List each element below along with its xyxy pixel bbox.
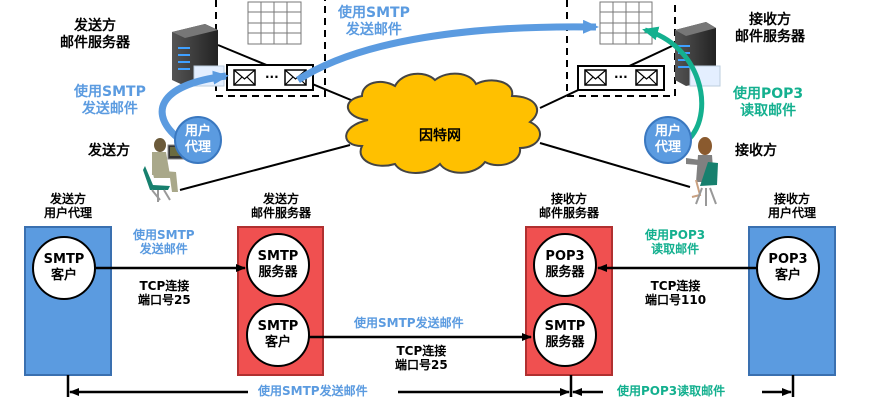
label-line: 邮件服务器 [250, 206, 311, 221]
receiver-mail-server-title: 接收方 邮件服务器 [524, 192, 614, 221]
label-line: 邮件服务器 [60, 34, 130, 51]
sender-user-agent-title: 发送方 用户代理 [32, 192, 104, 221]
receiver-mail-server-region: ··· [566, 0, 676, 97]
label-line: 代理 [184, 140, 211, 155]
svg-text:···: ··· [614, 70, 628, 84]
label-line: SMTP [544, 318, 586, 334]
label-line: POP3 [545, 248, 585, 264]
link1-tcp-label: TCP连接 端口号25 [138, 279, 191, 308]
envelope-icon [233, 69, 256, 86]
label-line: TCP连接 [139, 279, 190, 293]
label-line: 客户 [264, 335, 291, 350]
svg-text:···: ··· [265, 70, 279, 84]
label-line: TCP连接 [650, 279, 701, 293]
label-line: 客户 [50, 268, 77, 283]
link-line [179, 144, 351, 191]
label-line: 发送方 [262, 192, 299, 206]
link-line [539, 142, 691, 188]
user-agent-bubble-label: 用户代理 [174, 116, 222, 164]
label-line: 服务器 [545, 335, 585, 350]
sender-mail-server-region: ··· [215, 0, 326, 97]
link2-protocol-label: 使用SMTP发送邮件 [354, 316, 464, 330]
label-line: 服务器 [258, 265, 298, 280]
user-agent-bubble-label: 用户代理 [644, 116, 692, 164]
receiver-user-agent-title: 接收方 用户代理 [756, 192, 828, 221]
label-line: 用户 [654, 124, 681, 140]
label-line: 用户代理 [43, 206, 92, 221]
label-line: SMTP [43, 251, 85, 267]
link3-tcp-label: TCP连接 端口号110 [645, 279, 706, 308]
label-line: 接收方 [773, 192, 810, 206]
label-line: 使用SMTP [74, 84, 146, 100]
label-line: 端口号25 [395, 358, 448, 373]
pop3-read-label: 使用POP3 读取邮件 [733, 86, 803, 120]
mailbox-grid-icon [247, 1, 302, 45]
label-line: POP3 [768, 251, 808, 267]
cloud-icon [345, 72, 542, 174]
envelope-icon [635, 69, 658, 86]
label-line: 使用POP3 [645, 228, 706, 242]
smtp-transfer-arrow [296, 19, 599, 83]
label-line: 代理 [654, 140, 681, 155]
label-line: 接收方 [749, 12, 791, 28]
label-line: 接收方 [550, 192, 587, 206]
label-line: 发送邮件 [81, 100, 138, 117]
label-line: 发送方 [49, 192, 86, 206]
label-line: 使用SMTP [338, 5, 410, 21]
smtp-server-node [533, 303, 597, 367]
smtp-span-label: 使用SMTP发送邮件 [258, 384, 368, 398]
label-line: 邮件服务器 [735, 28, 805, 45]
receiver-label: 接收方 [735, 143, 777, 159]
smtp-submit-label: 使用SMTP 发送邮件 [74, 84, 146, 118]
label-line: TCP连接 [396, 344, 447, 358]
user-agent-bubble [644, 116, 692, 164]
link3-protocol-label: 使用POP3 读取邮件 [645, 228, 705, 257]
smtp-client-node [32, 236, 96, 300]
pop3-read-arrow [642, 26, 705, 140]
smtp-submit-arrow [158, 70, 229, 141]
pop3-server-node [533, 233, 597, 297]
label-line: 用户代理 [767, 206, 816, 221]
sender-label: 发送方 [88, 143, 130, 159]
label-line: 发送邮件 [345, 21, 402, 38]
sender-mail-server-label: 发送方 邮件服务器 [60, 18, 130, 52]
label-line: 端口号25 [138, 293, 191, 308]
internet-label: 因特网 [419, 128, 461, 144]
mailbox-grid-icon [599, 1, 653, 45]
envelope-icon [584, 69, 607, 86]
smtp-client-node [246, 303, 310, 367]
label-line: 端口号110 [645, 293, 707, 308]
label-line: 使用SMTP [133, 228, 195, 242]
link2-tcp-label: TCP连接 端口号25 [395, 344, 448, 373]
smtp-server-node [246, 233, 310, 297]
label-line: 邮件服务器 [538, 206, 599, 221]
person-at-computer-icon [686, 137, 718, 206]
label-line: 读取邮件 [740, 102, 797, 119]
label-line: 发送方 [74, 18, 116, 34]
label-line: 客户 [774, 268, 801, 283]
label-line: SMTP [257, 318, 299, 334]
label-line: 读取邮件 [651, 242, 700, 257]
person-at-computer-icon [143, 138, 185, 202]
label-line: SMTP [257, 248, 299, 264]
link1-protocol-label: 使用SMTP 发送邮件 [133, 228, 195, 257]
smtp-transfer-label: 使用SMTP 发送邮件 [338, 5, 410, 39]
label-line: 服务器 [545, 265, 585, 280]
sender-mail-server-title: 发送方 邮件服务器 [236, 192, 326, 221]
pop3-span-label: 使用POP3读取邮件 [617, 384, 726, 398]
server-icon [675, 22, 721, 87]
pop3-client-node [756, 236, 820, 300]
label-line: 用户 [184, 124, 211, 140]
label-line: 发送邮件 [139, 242, 188, 257]
user-agent-bubble [174, 116, 222, 164]
label-line: 使用POP3 [733, 86, 804, 102]
receiver-mail-server-label: 接收方 邮件服务器 [735, 12, 805, 46]
